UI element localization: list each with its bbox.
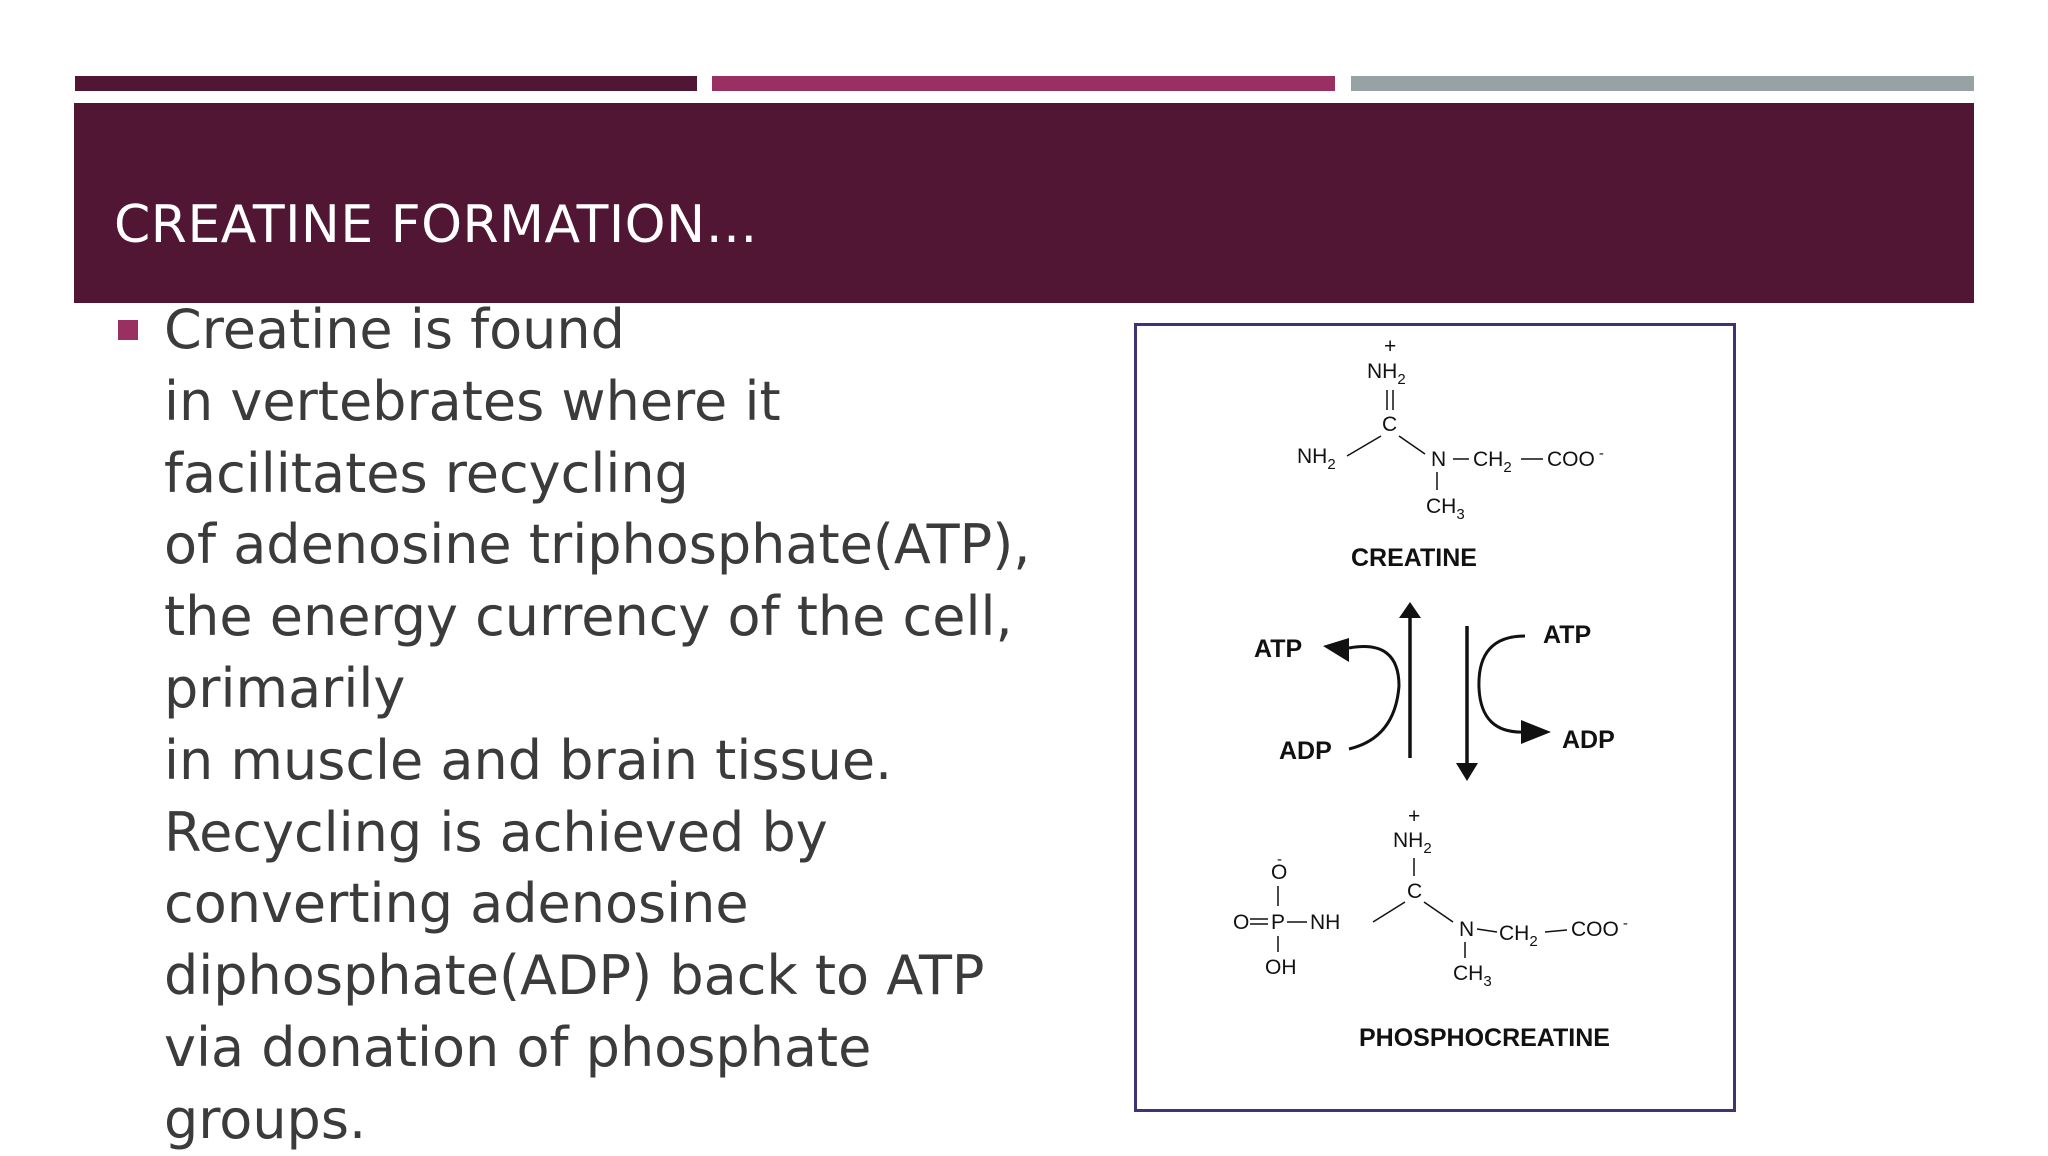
carbon-label: C: [1407, 880, 1422, 903]
bullet-line: via donation of phosphate: [164, 1015, 872, 1079]
creatine-reaction-figure: + NH2 C NH2 N CH2 COO- CH3 CREATINE: [1134, 323, 1736, 1112]
coo-label: COO-: [1547, 445, 1604, 471]
reaction-adp-right: ADP: [1562, 726, 1615, 754]
bullet-line: diphosphate(ADP) back to ATP: [164, 944, 985, 1008]
bullet-line: converting adenosine: [164, 872, 749, 936]
bullet-line: facilitates recycling: [164, 441, 689, 505]
bullet-text: Creatine is found in vertebrates where i…: [164, 294, 1064, 1156]
bullet-line: the energy currency of the cell,: [164, 585, 1013, 649]
charge-plus: +: [1408, 805, 1420, 828]
reaction-atp-right: ATP: [1543, 621, 1591, 649]
oh-label: OH: [1265, 956, 1297, 979]
reaction-atp-left: ATP: [1254, 635, 1302, 663]
reaction-adp-left: ADP: [1279, 737, 1332, 765]
carbon-label: C: [1382, 413, 1397, 436]
bullet-line: in vertebrates where it: [164, 369, 781, 433]
accent-bar-magenta: [712, 76, 1335, 91]
accent-bar-gray: [1351, 76, 1974, 91]
bullet-line: primarily: [164, 656, 406, 720]
nh-label: NH: [1310, 911, 1340, 934]
bullet-line: Creatine is found: [164, 298, 625, 361]
oxygen-double-label: O: [1233, 911, 1249, 934]
ch2-label: CH2: [1499, 922, 1538, 950]
square-bullet-icon: [118, 320, 138, 340]
title-band: CREATINE FORMATION…: [74, 103, 1974, 303]
atp-arrowhead-left: [1323, 638, 1349, 662]
phosphocreatine-name: PHOSPHOCREATINE: [1359, 1024, 1610, 1052]
accent-bar-dark: [75, 76, 697, 91]
ch3-label: CH3: [1426, 495, 1465, 523]
creatine-name: CREATINE: [1351, 544, 1477, 572]
charge-plus: +: [1384, 335, 1396, 358]
bullet-line: in muscle and brain tissue.: [164, 728, 893, 792]
nitrogen-label: N: [1459, 918, 1474, 941]
nh2-label: NH2: [1393, 829, 1432, 857]
bullet-line: Recycling is achieved by: [164, 800, 828, 864]
reaction-arrows: [1323, 602, 1551, 781]
nh2-label: NH2: [1367, 360, 1406, 388]
ch2-label: CH2: [1473, 448, 1512, 476]
o-minus-charge: -: [1277, 851, 1282, 868]
phosphocreatine-structure: + NH2 C - O O P NH OH N CH2 COO- CH3: [1233, 805, 1628, 990]
coo-label: COO-: [1571, 915, 1628, 941]
reaction-diagram: + NH2 C NH2 N CH2 COO- CH3 CREATINE: [1233, 335, 1628, 1052]
slide-title: CREATINE FORMATION…: [114, 195, 759, 255]
phosphorus-label: P: [1271, 911, 1285, 934]
nh2-left-label: NH2: [1297, 445, 1336, 473]
adp-arrowhead-right: [1521, 720, 1551, 744]
bullet-line: groups.: [164, 1087, 367, 1151]
nitrogen-label: N: [1431, 448, 1446, 471]
oxygen-minus-label: O: [1271, 861, 1287, 884]
creatine-structure: + NH2 C NH2 N CH2 COO- CH3: [1297, 335, 1604, 523]
ch3-label: CH3: [1453, 962, 1492, 990]
bullet-line: of adenosine triphosphate(ATP),: [164, 513, 1031, 577]
